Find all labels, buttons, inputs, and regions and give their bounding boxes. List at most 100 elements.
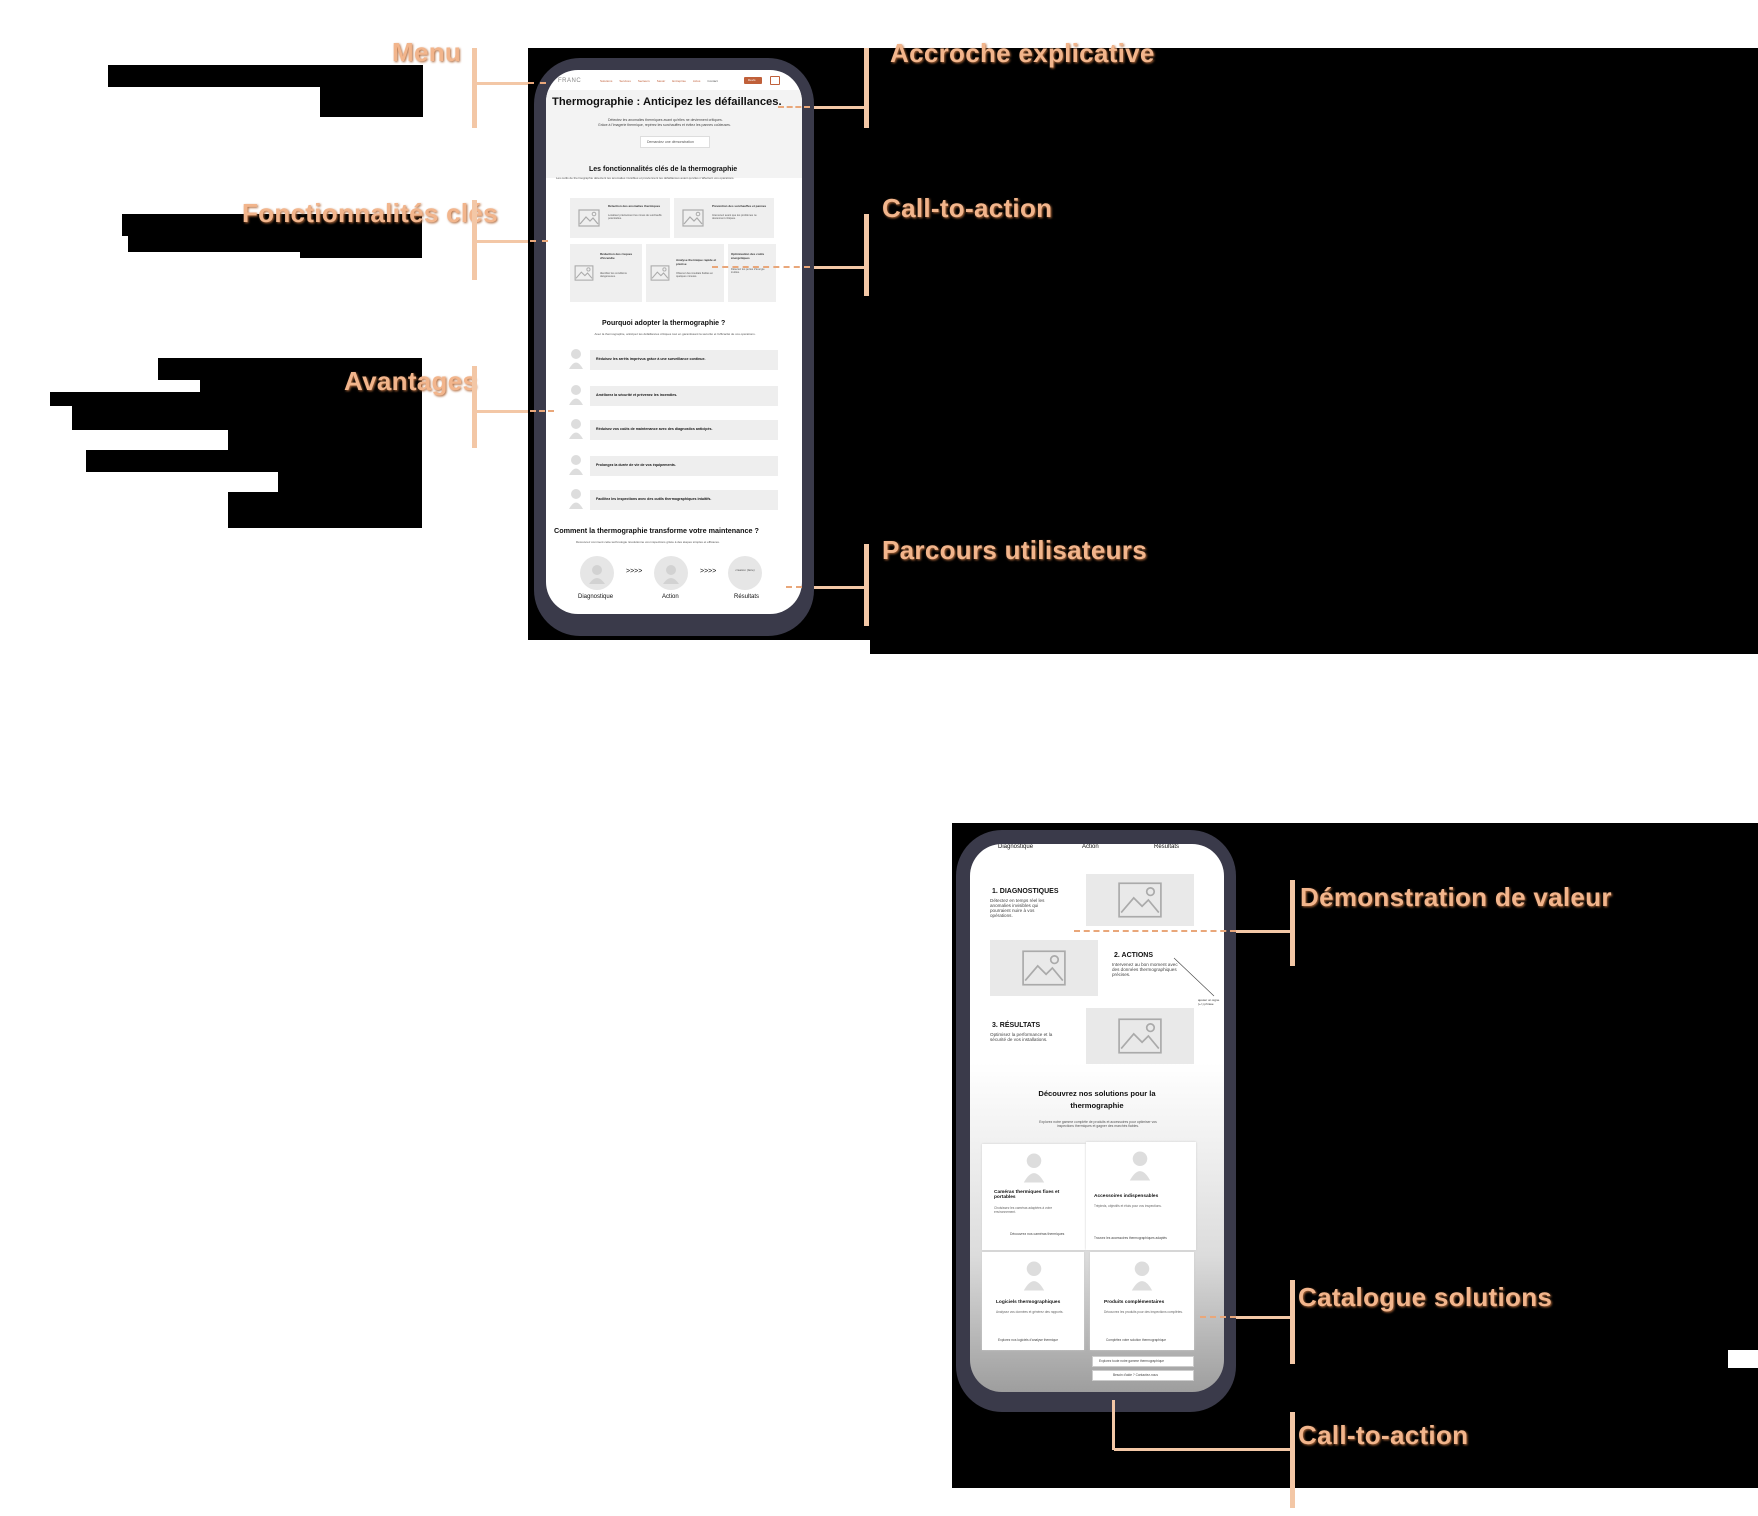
journey-step-label: Résultats bbox=[734, 594, 760, 600]
step-title: 2. ACTIONS bbox=[1114, 952, 1154, 959]
top-step-label: Résultats bbox=[1154, 844, 1180, 850]
redacted-block bbox=[228, 492, 422, 528]
demo-button[interactable]: Demandez une démonstration bbox=[640, 136, 710, 148]
annotation-dash bbox=[1074, 930, 1236, 932]
step-text: Détectez en temps réel les anomalies inv… bbox=[990, 898, 1045, 918]
avatar-icon bbox=[1131, 1261, 1153, 1291]
side-note-line bbox=[1173, 957, 1215, 997]
feature-card[interactable]: Optimisation des coûts énergétiques Déte… bbox=[728, 244, 776, 302]
product-text: Trépieds, objectifs et étuis pour vos in… bbox=[1094, 1204, 1162, 1208]
annotation-bracket bbox=[864, 544, 869, 626]
nav-devis-button[interactable]: Devis bbox=[744, 77, 762, 84]
annotation-bracket bbox=[472, 48, 477, 128]
image-icon bbox=[1118, 1018, 1162, 1054]
product-link[interactable]: Explorez nos logiciels d'analyse thermiq… bbox=[998, 1338, 1058, 1342]
journey-step-circle bbox=[654, 556, 688, 590]
phone-screen-1: FRANC Solutions Services Secteurs Savoir… bbox=[546, 70, 802, 614]
image-placeholder-icon bbox=[682, 208, 704, 228]
phone-screen-2: Diagnostique Action Résultats 1. DIAGNOS… bbox=[970, 844, 1224, 1392]
product-link[interactable]: Découvrez nos caméras thermiques bbox=[1010, 1232, 1065, 1236]
product-text: Choisissez les caméras adaptées à votre … bbox=[994, 1206, 1053, 1214]
advantage-row: Réduisez vos coûts de maintenance avec d… bbox=[590, 420, 778, 440]
features-subtitle: Les outils de thermographie détectent le… bbox=[556, 176, 735, 180]
feature-text: Identifiez les conditions dangereuses. bbox=[600, 272, 627, 278]
journey-arrow: >>>> bbox=[626, 568, 643, 575]
feature-card[interactable]: Réduction des risques d'incendie Identif… bbox=[570, 244, 642, 302]
solutions-subtitle: Explorez notre gamme complète de produit… bbox=[1039, 1120, 1157, 1128]
feature-text: Intervenez avant que les problèmes ne de… bbox=[712, 214, 757, 220]
annotation-bracket bbox=[1290, 1412, 1295, 1508]
annotation-bracket bbox=[472, 200, 477, 280]
feature-text: Détectez les pertes d'énergie inutiles. bbox=[731, 268, 765, 274]
journey-arrow: >>>> bbox=[700, 568, 717, 575]
product-card[interactable]: Logiciels thermographiques Analysez vos … bbox=[982, 1252, 1084, 1350]
nav-item[interactable]: Savoir bbox=[656, 79, 666, 83]
cta-button-contact[interactable]: Besoin d'aide ? Contactez-nous bbox=[1092, 1370, 1194, 1381]
feature-card[interactable]: Détection des anomalies thermiques Local… bbox=[570, 198, 670, 238]
product-link[interactable]: Trouvez les accessoires thermographiques… bbox=[1094, 1236, 1167, 1240]
logo[interactable]: FRANC bbox=[558, 78, 582, 84]
journey-step-label: Action bbox=[662, 594, 679, 600]
redacted-block bbox=[278, 472, 422, 492]
advantage-text: Facilitez les inspections avec des outil… bbox=[596, 497, 712, 501]
hero-title: Thermographie : Anticipez les défaillanc… bbox=[552, 96, 782, 108]
why-title: Pourquoi adopter la thermographie ? bbox=[602, 320, 726, 327]
product-card[interactable]: Caméras thermiques fixes et portables Ch… bbox=[982, 1144, 1086, 1250]
product-card[interactable]: Produits complémentaires Découvrez les p… bbox=[1090, 1252, 1194, 1350]
feature-title: Détection des anomalies thermiques bbox=[608, 204, 661, 208]
journey-step-circle: création (faire) bbox=[728, 556, 762, 590]
annotation-parcours: Parcours utilisateurs bbox=[882, 535, 1147, 565]
product-text: Analysez vos données et générez des rapp… bbox=[996, 1310, 1064, 1314]
redacted-block bbox=[870, 48, 1758, 654]
image-placeholder bbox=[990, 940, 1098, 996]
journey-title: Comment la thermographie transforme votr… bbox=[554, 526, 759, 535]
nav-item[interactable]: Secteurs bbox=[637, 79, 650, 83]
nav-item[interactable]: Solutions bbox=[600, 79, 613, 83]
cta-button-label: Besoin d'aide ? Contactez-nous bbox=[1113, 1373, 1158, 1377]
nav-item[interactable]: Actus bbox=[692, 79, 701, 83]
redacted-block bbox=[72, 406, 422, 430]
redacted-block bbox=[300, 236, 422, 258]
annotation-avantages: Avantages bbox=[344, 366, 478, 396]
advantage-text: Réduisez vos coûts de maintenance avec d… bbox=[596, 427, 713, 431]
image-placeholder-icon bbox=[650, 264, 670, 282]
step-text: Optimisez la performance et la sécurité … bbox=[990, 1032, 1053, 1042]
top-step-label: Diagnostique bbox=[998, 844, 1034, 850]
avatar-icon bbox=[1129, 1151, 1151, 1181]
nav-item[interactable]: Services bbox=[619, 79, 631, 83]
why-subtitle: Avec la thermographie, anticipez les déf… bbox=[594, 332, 756, 336]
nav-devis-label: Devis bbox=[748, 78, 756, 82]
nav-item[interactable]: Contact bbox=[707, 79, 718, 83]
annotation-bracket bbox=[864, 48, 869, 128]
avatar-icon bbox=[1023, 1153, 1045, 1183]
feature-card[interactable]: Prévention des surchauffes et pannes Int… bbox=[674, 198, 774, 238]
cart-icon[interactable] bbox=[770, 76, 780, 85]
product-title: Produits complémentaires bbox=[1104, 1300, 1165, 1305]
avatar bbox=[568, 418, 584, 445]
annotation-connector bbox=[810, 106, 866, 109]
features-title: Les fonctionnalités clés de la thermogra… bbox=[589, 166, 738, 173]
redacted-block bbox=[128, 236, 300, 252]
annotation-bracket bbox=[1290, 1280, 1295, 1364]
redacted-block bbox=[200, 380, 422, 392]
annotation-dash bbox=[528, 82, 546, 84]
redacted-block bbox=[1728, 1350, 1758, 1368]
nav-item[interactable]: Entreprise bbox=[672, 79, 686, 83]
annotation-dash bbox=[530, 410, 554, 412]
feature-card[interactable]: Analyse thermique rapide et précise Obte… bbox=[646, 244, 724, 302]
journey-step-circle bbox=[580, 556, 614, 590]
feature-title: Réduction des risques d'incendie bbox=[600, 252, 633, 260]
side-note: ajouter un signe (+/-) phrase bbox=[1198, 998, 1220, 1006]
redacted-block bbox=[50, 392, 422, 406]
hero-section bbox=[546, 90, 802, 178]
product-link[interactable]: Complétez votre solution thermographique bbox=[1106, 1338, 1167, 1342]
hero-subtitle: Détectez les anomalies thermiques avant … bbox=[608, 118, 723, 122]
product-card[interactable]: Accessoires indispensables Trépieds, obj… bbox=[1086, 1142, 1196, 1250]
cta-button-explore[interactable]: Explorez toute notre gamme thermographiq… bbox=[1092, 1356, 1194, 1367]
product-title: Logiciels thermographiques bbox=[996, 1300, 1061, 1305]
annotation-menu: Menu bbox=[392, 37, 462, 67]
avatar bbox=[568, 454, 584, 481]
annotation-connector bbox=[800, 586, 866, 589]
redacted-block bbox=[108, 65, 423, 87]
step-text: Intervenez au bon moment avec des donnée… bbox=[1112, 962, 1178, 977]
